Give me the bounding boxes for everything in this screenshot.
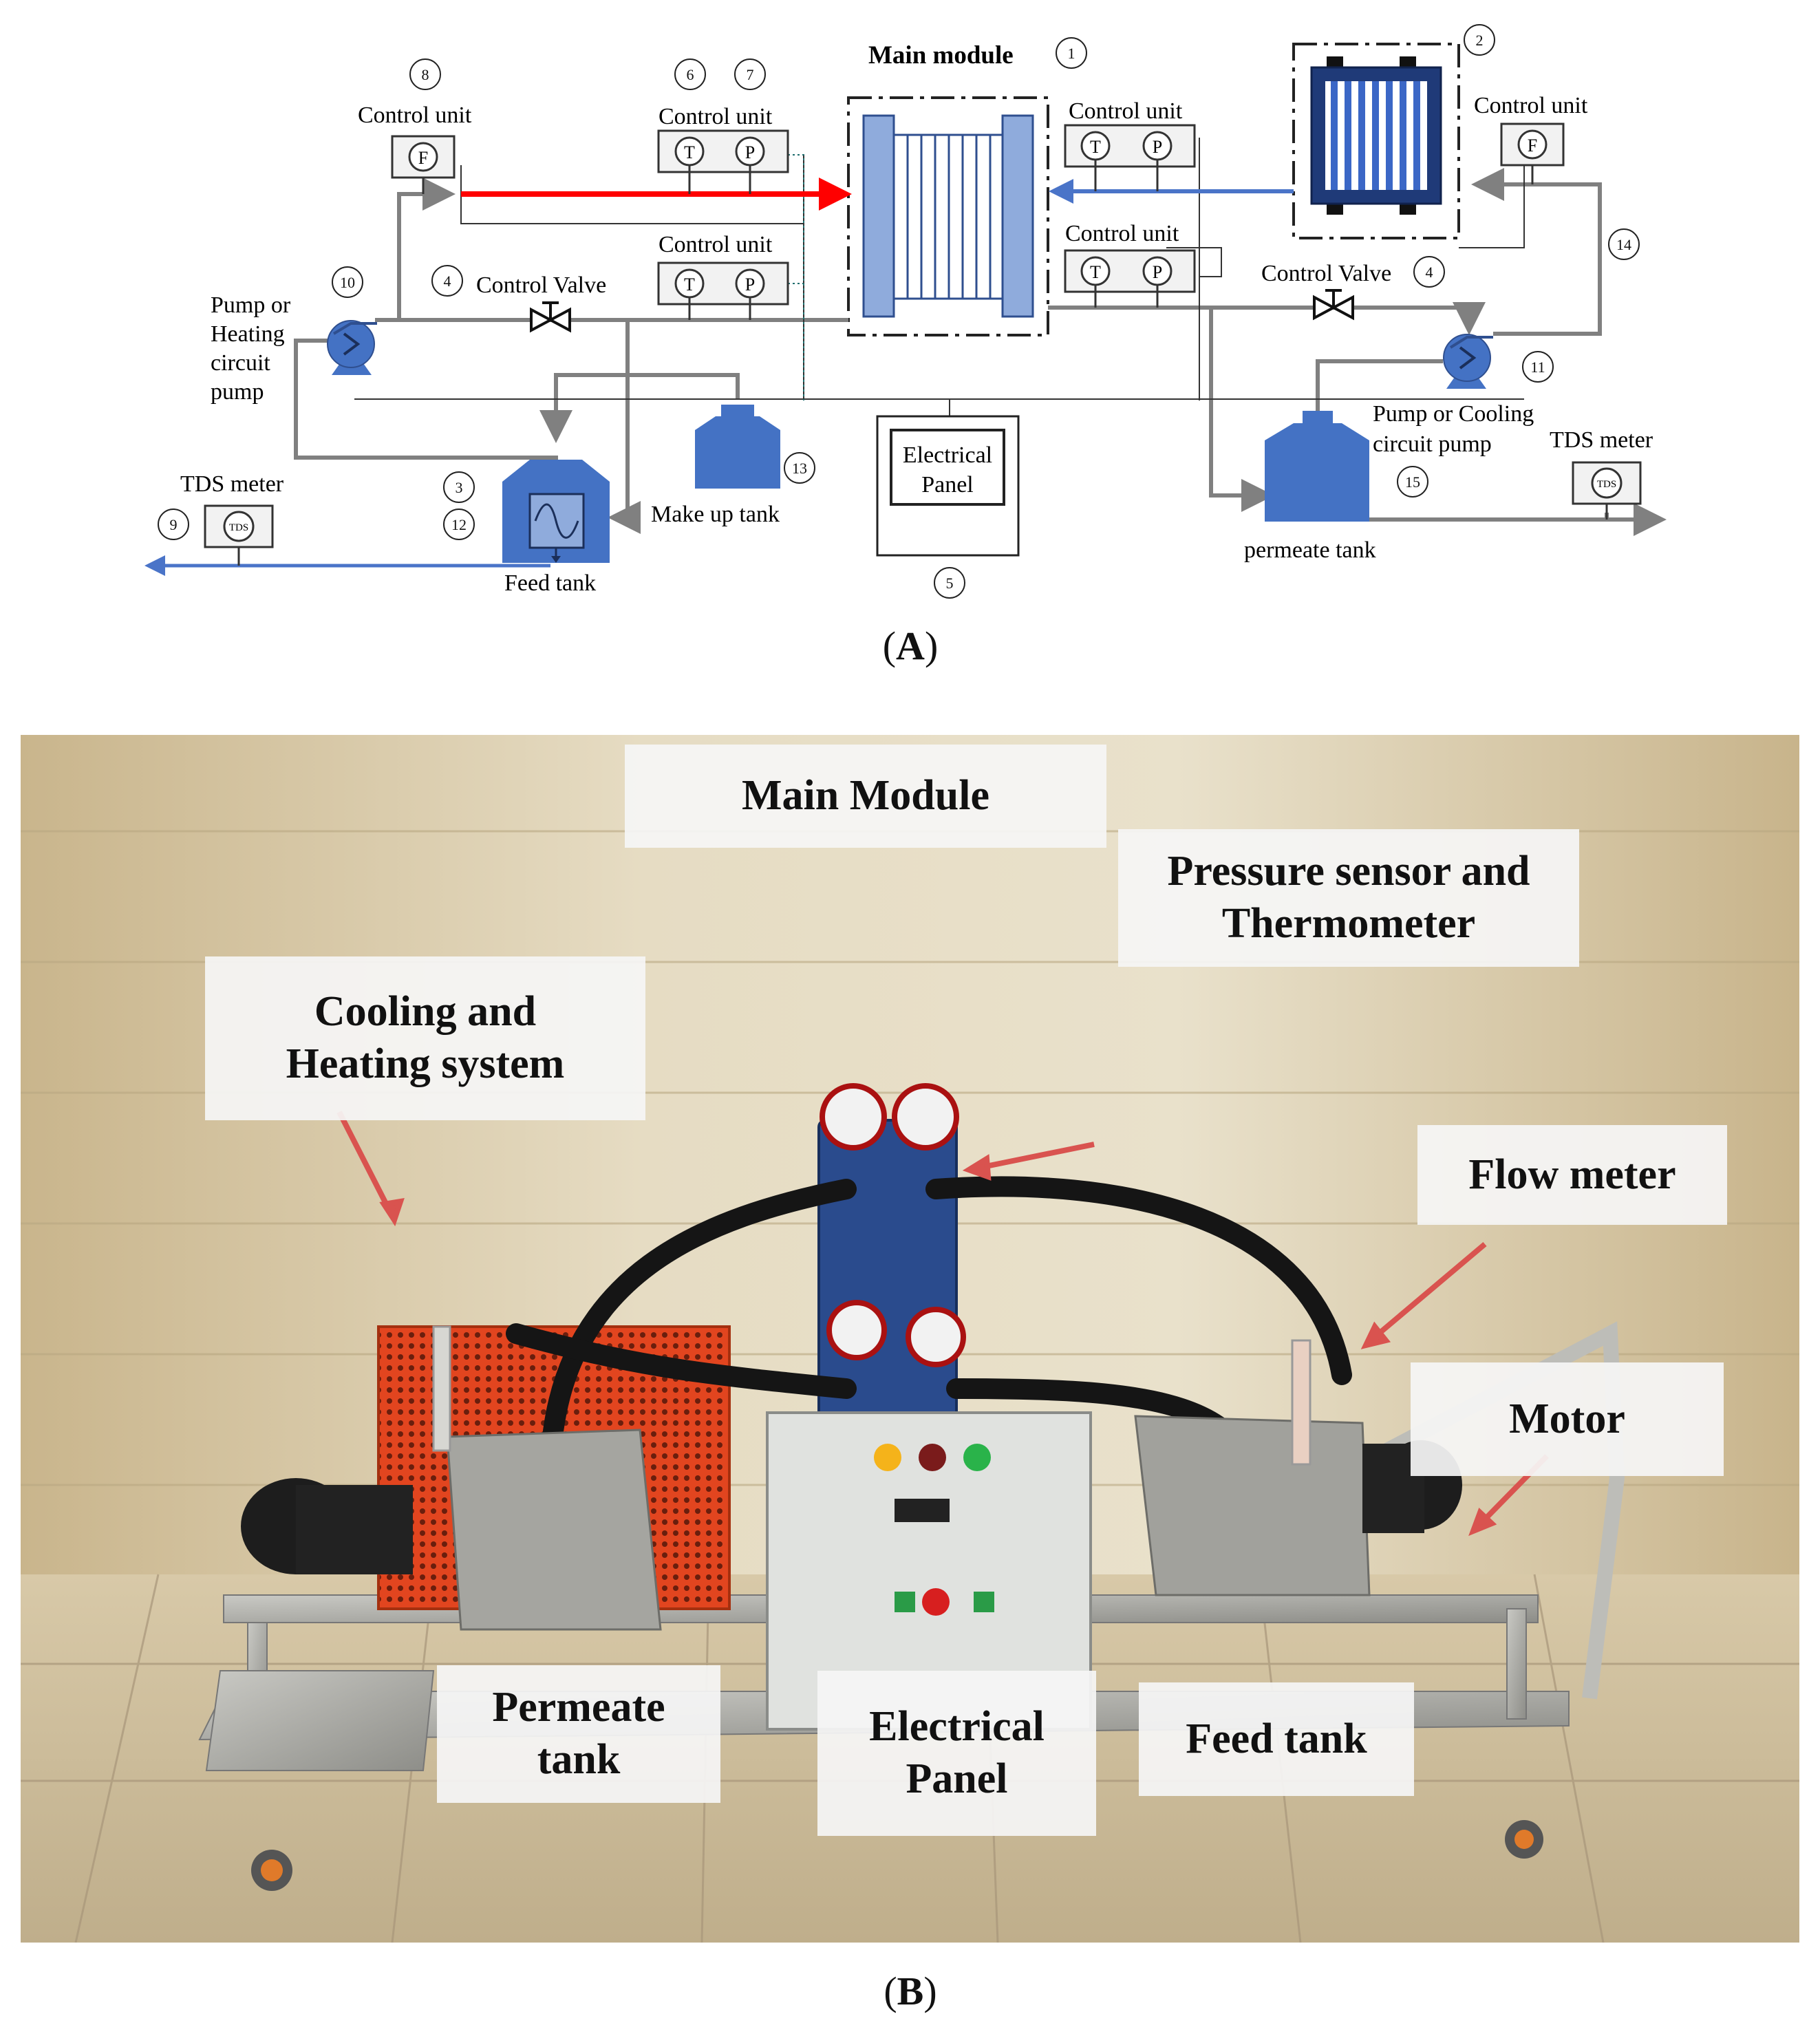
control-valve-label: Control Valve — [476, 272, 606, 298]
permeate-tank-label: permeate tank — [1244, 537, 1376, 563]
heating-pump-label: Pump or Heating circuit pump — [211, 292, 291, 405]
number-4: 4 — [444, 272, 451, 290]
electrical-panel-icon — [876, 415, 1020, 557]
svg-text:TDS: TDS — [229, 522, 248, 533]
svg-text:T: T — [1090, 137, 1101, 157]
feed-tank-icon — [502, 460, 610, 563]
control-unit-tp-1: T P — [657, 129, 789, 194]
control-unit-flow-left: F — [391, 135, 456, 194]
makeup-tank-icon — [695, 405, 780, 489]
main-module-title: Main module — [868, 41, 1014, 69]
svg-text:T: T — [684, 142, 695, 162]
number-8: 8 — [422, 66, 429, 83]
svg-text:Heating: Heating — [211, 321, 285, 347]
svg-text:P: P — [745, 275, 755, 295]
control-unit-label: Control unit — [358, 103, 472, 128]
svg-text:F: F — [418, 148, 428, 168]
svg-text:P: P — [1153, 262, 1162, 282]
number-10: 10 — [340, 274, 355, 291]
control-valve-right — [1313, 289, 1354, 321]
svg-text:F: F — [1528, 136, 1537, 156]
svg-text:T: T — [1090, 262, 1101, 282]
label-main-module: Main Module — [625, 745, 1106, 848]
schematic-diagram: Main module — [144, 24, 1667, 599]
control-unit-tp-4: T P — [1064, 249, 1196, 308]
svg-text:Pump or Cooling: Pump or Cooling — [1373, 401, 1534, 427]
control-unit-tp-3: T P — [1064, 124, 1196, 191]
control-valve-label: Control Valve — [1261, 261, 1391, 286]
component-numbers — [158, 24, 1640, 599]
number-13: 13 — [792, 460, 807, 477]
control-unit-tp-2: T P — [657, 261, 789, 320]
heat-exchanger — [1292, 43, 1460, 239]
tds-meter-left: TDS — [204, 504, 274, 566]
cooling-pump-label: Pump or Cooling circuit pump — [1373, 401, 1534, 457]
caption-a: (A) — [882, 623, 939, 668]
control-unit-label: Control unit — [659, 232, 773, 257]
svg-text:T: T — [684, 275, 695, 295]
makeup-tank-label: Make up tank — [651, 502, 780, 527]
label-feed-tank: Feed tank — [1139, 1682, 1414, 1796]
control-unit-label: Control unit — [1474, 93, 1588, 118]
number-15: 15 — [1405, 473, 1420, 491]
callout-arrows — [336, 1111, 1549, 1537]
label-cooling-heating: Cooling and Heating system — [205, 956, 645, 1120]
label-electrical-panel: Electrical Panel — [817, 1671, 1096, 1836]
control-unit-flow-right: F — [1500, 122, 1565, 184]
control-unit-label: Control unit — [659, 104, 773, 129]
tds-meter-label: TDS meter — [1550, 427, 1653, 453]
svg-text:Pump or: Pump or — [211, 292, 291, 318]
electrical-panel-label: Panel — [921, 472, 974, 498]
control-valve-left — [530, 301, 571, 333]
number-4: 4 — [1426, 264, 1433, 281]
svg-text:circuit: circuit — [211, 350, 270, 376]
number-11: 11 — [1530, 359, 1545, 376]
number-5: 5 — [946, 575, 954, 592]
cooling-pump-icon — [1443, 334, 1493, 389]
number-7: 7 — [747, 66, 754, 83]
svg-text:P: P — [1153, 137, 1162, 157]
number-9: 9 — [170, 516, 178, 533]
number-1: 1 — [1068, 45, 1075, 62]
label-flow-meter: Flow meter — [1417, 1125, 1727, 1225]
number-12: 12 — [451, 516, 467, 533]
svg-text:P: P — [745, 142, 755, 162]
control-unit-label: Control unit — [1069, 98, 1183, 124]
electrical-panel-label: Electrical — [903, 442, 992, 468]
svg-text:circuit pump: circuit pump — [1373, 431, 1492, 457]
control-unit-label: Control unit — [1065, 221, 1179, 246]
svg-text:TDS: TDS — [1597, 479, 1616, 490]
number-14: 14 — [1616, 236, 1631, 253]
tds-meter-right: TDS — [1572, 461, 1642, 520]
caption-b: (B) — [884, 1969, 937, 2013]
label-pressure-sensor: Pressure sensor and Thermometer — [1118, 829, 1579, 967]
main-module — [847, 96, 1049, 336]
number-3: 3 — [456, 479, 463, 496]
number-6: 6 — [687, 66, 694, 83]
label-motor: Motor — [1411, 1362, 1724, 1476]
tds-meter-label: TDS meter — [180, 471, 284, 497]
feed-tank-label: Feed tank — [504, 570, 596, 596]
heating-pump-icon — [327, 320, 377, 375]
label-permeate-tank: Permeate tank — [437, 1665, 720, 1803]
permeate-tank-icon — [1265, 411, 1369, 522]
signal-lines — [354, 138, 1525, 416]
number-2: 2 — [1476, 32, 1484, 49]
svg-text:pump: pump — [211, 379, 264, 405]
